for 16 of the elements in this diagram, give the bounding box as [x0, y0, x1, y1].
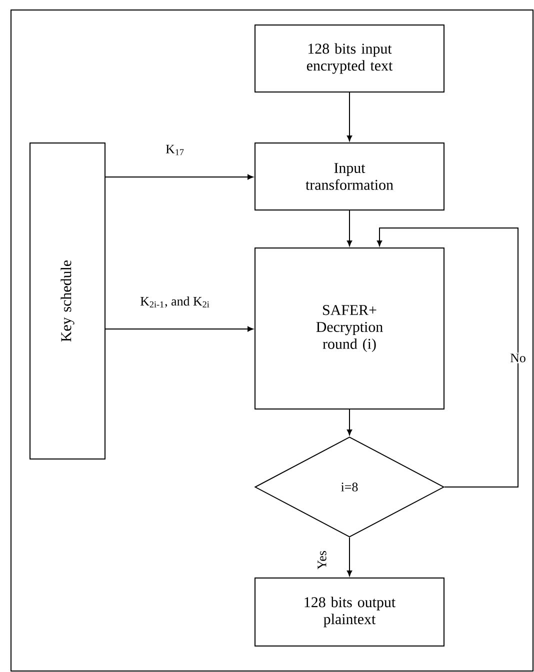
process-box: 128 bits input encrypted text — [254, 24, 444, 92]
process-box: SAFER+ Decryption round (i) — [254, 248, 444, 410]
edge-label: K$_{17}$ — [164, 144, 186, 156]
arrow — [105, 326, 254, 332]
arrow — [346, 210, 352, 246]
process-box: Key schedule — [30, 142, 106, 460]
edge-label: K$_{2i-1}$, and K$_{2i}$ — [139, 296, 211, 308]
arrow — [376, 228, 518, 488]
arrow — [346, 92, 352, 142]
arrow — [346, 537, 352, 576]
process-box: 128 bits output plaintext — [254, 578, 444, 646]
edge-label: No — [509, 352, 527, 364]
arrow — [105, 174, 254, 180]
edge-label: Yes — [316, 550, 328, 570]
arrow — [346, 409, 352, 436]
process-box: Input transformation — [254, 142, 444, 210]
